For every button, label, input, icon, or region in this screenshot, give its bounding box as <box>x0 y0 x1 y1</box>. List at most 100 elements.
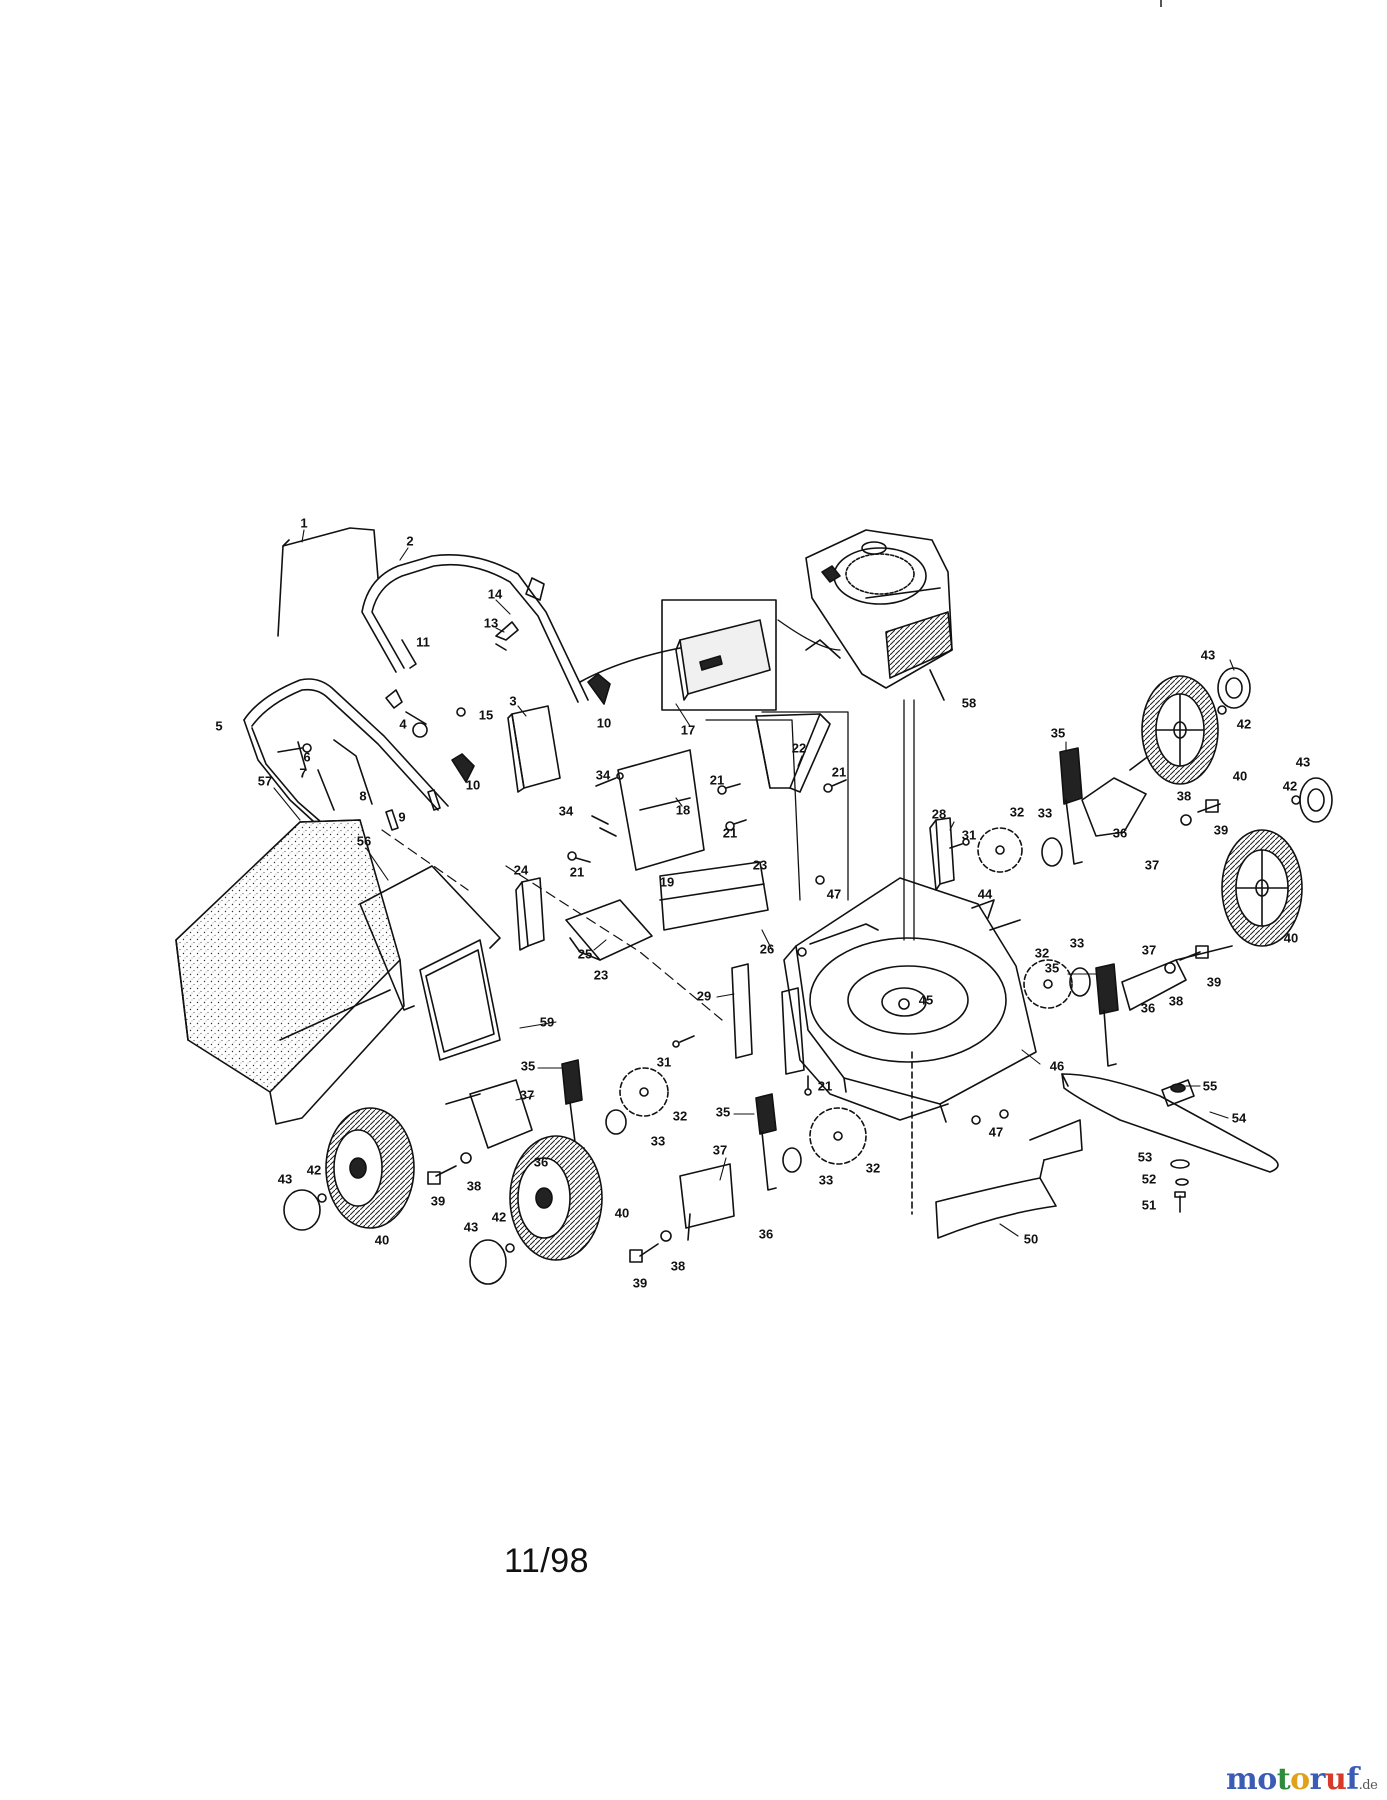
callout-c58: 58 <box>962 695 976 710</box>
callout-c47a: 47 <box>827 886 841 901</box>
callout-c39a: 39 <box>1214 822 1228 837</box>
callout-c40c: 40 <box>375 1232 389 1247</box>
upper-handle <box>361 554 589 703</box>
callout-c6: 6 <box>303 749 310 764</box>
guide-dash <box>381 829 723 1021</box>
screws-34 <box>591 772 624 837</box>
blade <box>1061 1073 1279 1173</box>
callout-c40d: 40 <box>615 1205 629 1220</box>
brand-letter: f <box>1346 1762 1359 1797</box>
callout-c15: 15 <box>479 707 493 722</box>
callout-c21e: 21 <box>818 1078 832 1093</box>
callout-c19: 19 <box>660 874 674 889</box>
callout-c38a: 38 <box>1177 788 1191 803</box>
callout-c4: 4 <box>399 716 407 731</box>
callout-c33a: 33 <box>1038 805 1052 820</box>
callout-c35c: 35 <box>521 1058 535 1073</box>
handle-bolts <box>277 739 373 811</box>
blade-hardware <box>1170 1159 1190 1213</box>
callout-c32a: 32 <box>1010 804 1024 819</box>
callout-c5: 5 <box>215 718 222 733</box>
upper-handle-bar <box>277 527 379 637</box>
leader-lines <box>273 529 1235 1237</box>
callout-c35d: 35 <box>716 1104 730 1119</box>
baffle <box>935 1119 1083 1239</box>
discharge-chute <box>755 713 831 793</box>
callout-c42d: 42 <box>492 1209 506 1224</box>
callout-c9: 9 <box>398 809 405 824</box>
bolts-38-39 <box>427 799 1221 1263</box>
callout-c59: 59 <box>540 1014 554 1029</box>
wheel-right-bottom <box>1221 829 1303 947</box>
callout-c32c: 32 <box>673 1108 687 1123</box>
callout-c28: 28 <box>932 806 946 821</box>
callout-c38c: 38 <box>467 1178 481 1193</box>
center-bolt <box>898 998 910 1010</box>
diagram-date: 11/98 <box>504 1542 590 1580</box>
brand-letter: u <box>1324 1762 1347 1797</box>
callout-c2: 2 <box>406 533 413 548</box>
callout-c39c: 39 <box>431 1193 445 1208</box>
part-callouts: 1234567891010111314151718192121212121222… <box>215 515 1310 1290</box>
callout-c37c: 37 <box>520 1087 534 1102</box>
callout-c38b: 38 <box>1169 993 1183 1008</box>
hub-caps <box>283 667 1333 1285</box>
callout-c21c: 21 <box>570 864 584 879</box>
callout-c42b: 42 <box>1283 778 1297 793</box>
deflector-bracket <box>617 749 705 871</box>
brand-name: motoruf <box>1226 1762 1359 1797</box>
callout-c25: 25 <box>578 946 592 961</box>
handle-knobs <box>451 673 611 783</box>
blade-adapter <box>1161 1079 1195 1107</box>
brand-letter: m <box>1226 1762 1258 1797</box>
callout-c17: 17 <box>681 722 695 737</box>
rear-door <box>507 705 561 793</box>
callout-c40b: 40 <box>1284 930 1298 945</box>
nuts-47 <box>797 875 1009 1125</box>
callout-c21b: 21 <box>723 825 737 840</box>
cable-lines <box>705 619 915 941</box>
brand-letter: r <box>1309 1762 1326 1797</box>
callout-c34b: 34 <box>559 803 574 818</box>
engine-bracket-box <box>661 599 777 711</box>
callout-c32b: 32 <box>1035 945 1049 960</box>
callout-c36a: 36 <box>1113 825 1127 840</box>
callout-c36d: 36 <box>759 1226 773 1241</box>
brand-letter: o <box>1257 1762 1277 1797</box>
mower-deck <box>783 877 1037 1123</box>
control-cable-parts <box>385 577 681 738</box>
callout-c51: 51 <box>1142 1197 1156 1212</box>
brand-letter: t <box>1276 1762 1291 1797</box>
callout-c50: 50 <box>1024 1231 1038 1246</box>
callout-c37a: 37 <box>1145 857 1159 872</box>
brand-suffix: .de <box>1358 1778 1378 1793</box>
callout-c39d: 39 <box>633 1275 647 1290</box>
wheel-left-front <box>509 1135 603 1261</box>
callout-c42a: 42 <box>1237 716 1251 731</box>
callout-c7: 7 <box>299 765 306 780</box>
callout-c43b: 43 <box>1296 754 1310 769</box>
callout-c36c: 36 <box>534 1154 548 1169</box>
callout-c18: 18 <box>676 802 690 817</box>
side-bracket <box>515 877 545 951</box>
gears-right <box>977 827 1091 1009</box>
callout-c36b: 36 <box>1141 1000 1155 1015</box>
callout-c29: 29 <box>697 988 711 1003</box>
callout-c33b: 33 <box>1070 935 1084 950</box>
callout-c44: 44 <box>978 886 993 901</box>
callout-c43d: 43 <box>464 1219 478 1234</box>
callout-c31b: 31 <box>657 1054 671 1069</box>
callout-c32d: 32 <box>866 1160 880 1175</box>
callout-c33d: 33 <box>819 1172 833 1187</box>
engine <box>805 529 953 701</box>
callout-c37d: 37 <box>713 1142 727 1157</box>
wheel-right-top <box>1141 675 1219 785</box>
callout-c33c: 33 <box>651 1133 665 1148</box>
grass-bag <box>175 819 405 1125</box>
gears-left <box>605 1067 867 1173</box>
callout-c1: 1 <box>300 515 307 530</box>
callout-c23a: 23 <box>753 857 767 872</box>
edge-tick <box>1160 0 1162 7</box>
callout-c35b: 35 <box>1045 960 1059 975</box>
callout-c52: 52 <box>1142 1171 1156 1186</box>
